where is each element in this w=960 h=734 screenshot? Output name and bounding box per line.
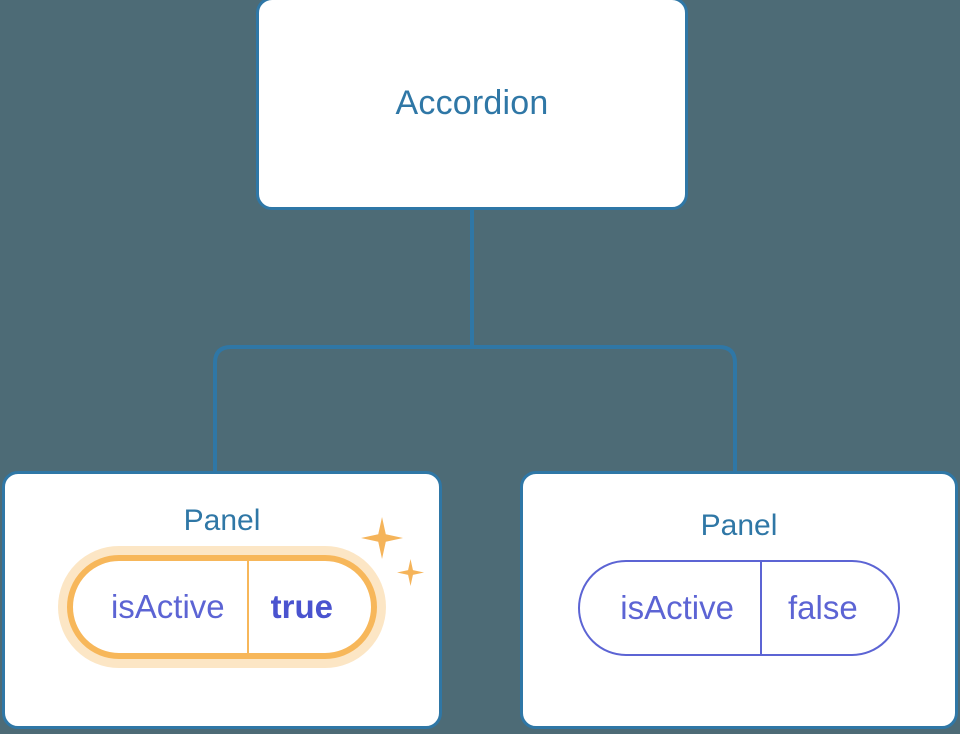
prop-pill-active-wrapper: isActive true [66, 517, 425, 659]
prop-key-isactive: isActive [110, 588, 225, 625]
prop-key-isactive: isActive [620, 589, 734, 626]
node-panel-active[interactable]: Panel isActive true [2, 471, 442, 729]
connector-bus-to-right-panel [472, 345, 737, 474]
node-accordion[interactable]: Accordion [256, 0, 688, 210]
prop-pill-isactive-true[interactable]: isActive true [66, 555, 378, 659]
node-panel-inactive[interactable]: Panel isActive false [520, 471, 958, 729]
prop-pill-isactive-false[interactable]: isActive false [578, 560, 900, 656]
sparkle-small-icon [397, 559, 425, 586]
prop-pill-inactive-wrapper: isActive false [578, 560, 900, 656]
node-panel-active-title: Panel [183, 504, 261, 537]
connector-bus-to-left-panel [213, 345, 472, 474]
node-panel-inactive-title: Panel [700, 509, 778, 542]
sparkle-large-icon [361, 517, 404, 559]
prop-value-false: false [759, 562, 898, 654]
prop-value-true: true [246, 561, 371, 653]
node-accordion-title: Accordion [395, 83, 549, 122]
